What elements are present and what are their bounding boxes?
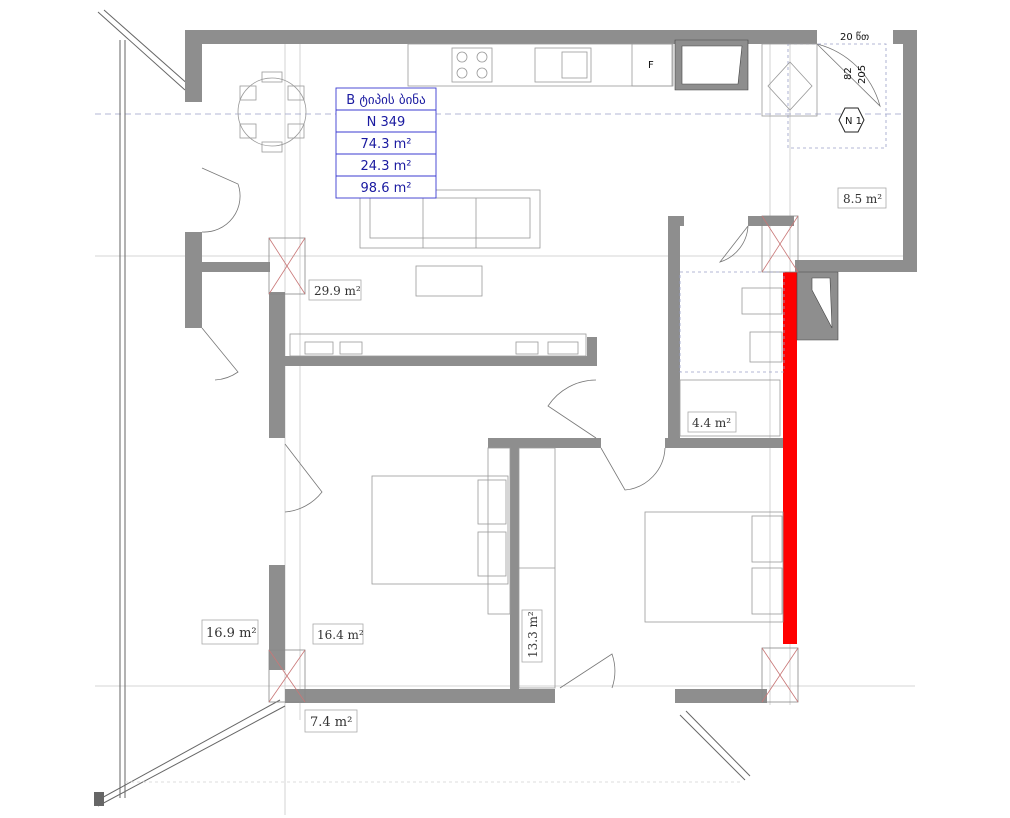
shelf [289,333,587,357]
info-box: B ტიპის ბინა N 349 74.3 m² 24.3 m² 98.6 … [335,87,437,199]
wall-bath-right-top [748,216,794,226]
room-labels: 29.9 m² 8.5 m² 4.4 m² 16.9 m² 16.4 m² 13… [201,187,887,733]
apartment-area-total: 98.6 m² [361,181,412,196]
bedroom2-area-label: 13.3 m² [526,611,540,658]
highlight-wall [783,272,797,644]
bedroom1-area-label: 16.4 m² [317,628,364,642]
apartment-area-2: 24.3 m² [361,159,412,174]
sofa [359,189,541,249]
wall-kitchen-bottom [185,262,270,272]
wall-left-mid [185,232,202,262]
wall-bath-top [668,216,684,226]
wall-bed2-top-right [665,438,785,448]
walls [185,30,917,703]
bathroom-fixtures [679,271,785,437]
terrace-railing [97,9,751,807]
wall-hall-right [587,337,597,366]
apartment-type: B ტიპის ბინა [346,93,425,108]
doors [201,43,881,689]
wall-bottom-right [675,689,767,703]
entrance-frame [761,43,818,117]
wall-hall [285,356,587,366]
living-area-label: 29.9 m² [314,284,361,298]
railing-post [94,792,104,806]
entrance-dim-b: 205 [857,65,868,84]
wall-bed2-top [488,438,601,448]
wall-bed-divider [510,448,519,689]
entrance-marker [838,107,865,133]
wall-bedroom-left [269,292,285,438]
wall-bottom [285,689,555,703]
entrance-door-width: 20 წთ [840,31,869,43]
bed-2 [518,447,784,689]
wall-left-lower [185,262,202,328]
wall-left-upper [185,30,202,102]
balcony-area-label: 7.4 m² [310,715,352,730]
dining-table [237,71,307,153]
wall-right-bottom [795,260,917,272]
bed-1 [371,447,511,615]
terrace-area-label: 16.9 m² [206,626,257,641]
kitchen-counter [407,43,674,87]
bathroom-area-label: 4.4 m² [692,416,731,430]
corridor-area-label: 8.5 m² [843,192,882,206]
apartment-number: N 349 [367,115,406,130]
wall-top [185,30,817,44]
fridge-label: F [648,60,654,71]
entrance-area [787,43,887,149]
coffee-table [415,265,483,297]
entrance-mat [767,61,813,111]
wall-right [903,30,917,272]
shaft [674,39,839,341]
columns [268,215,799,703]
wall-bath-left [668,216,680,438]
entrance-marker-label: N 1 [845,116,862,127]
wall-bedroom-left-lower [269,565,285,670]
entrance-dim-a: 82 [843,67,854,80]
apartment-area-1: 74.3 m² [361,137,412,152]
